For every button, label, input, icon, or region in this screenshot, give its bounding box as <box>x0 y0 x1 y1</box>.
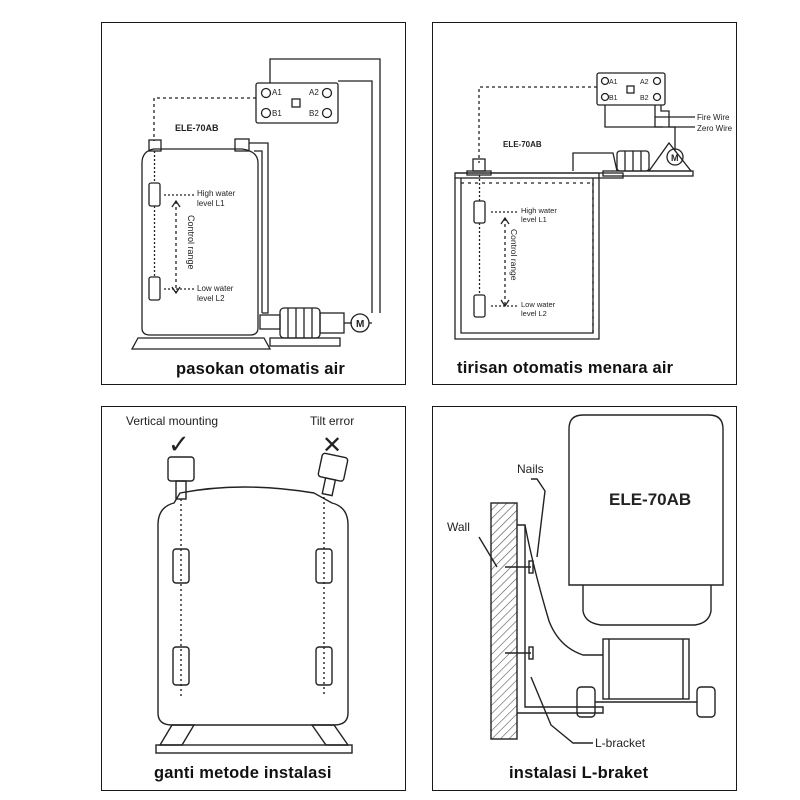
controller-box <box>596 72 666 106</box>
sensor-model-label: ELE-70AB <box>609 490 691 509</box>
terminal-b1: B1 <box>609 95 618 102</box>
panel-water-drainage: A1 A2 B1 B2 Fire Wire Zero Wire ELE-70AB… <box>432 22 737 385</box>
cross-icon: ✕ <box>322 432 342 459</box>
terminal-b1: B1 <box>272 109 282 118</box>
terminal-b2: B2 <box>309 109 319 118</box>
panel-l-bracket: Nails Wall L-bracket ELE-70AB instalasi … <box>432 406 737 791</box>
tank-outline <box>157 486 349 726</box>
fire-wire-label: Fire Wire <box>697 113 730 122</box>
low-level-label: Low water <box>197 284 234 293</box>
control-range-label: Control range <box>509 229 519 281</box>
l-bracket-diagram: Nails Wall L-bracket ELE-70AB <box>447 414 724 750</box>
motor-label: M <box>356 319 364 330</box>
zero-wire-label: Zero Wire <box>697 124 733 133</box>
nails-label: Nails <box>517 462 544 476</box>
motor-label: M <box>671 153 679 163</box>
check-icon: ✓ <box>168 429 190 459</box>
tilt-error-label: Tilt error <box>310 414 354 428</box>
wall-label: Wall <box>447 520 470 534</box>
sensor-model-label: ELE-70AB <box>503 140 542 149</box>
terminal-a1: A1 <box>609 79 618 86</box>
water-supply-diagram: A1 A2 B1 B2 ELE-70AB High water level L1… <box>130 58 381 350</box>
controller-box <box>255 82 339 124</box>
panel-installation-method: Vertical mounting Tilt error ✓ ✕ ganti m… <box>101 406 406 791</box>
terminal-b2: B2 <box>640 95 649 102</box>
caption-l-bracket: instalasi L-braket <box>509 764 649 782</box>
terminal-a2: A2 <box>640 79 649 86</box>
low-level-label-2: level L2 <box>521 309 547 318</box>
panel-water-supply: A1 A2 B1 B2 ELE-70AB High water level L1… <box>101 22 406 385</box>
vertical-sensor <box>167 456 195 482</box>
low-level-label: Low water <box>521 300 556 309</box>
sensor-body <box>568 414 724 586</box>
terminal-a1: A1 <box>272 88 282 97</box>
high-level-label: High water <box>197 189 236 198</box>
sensor-model-label: ELE-70AB <box>175 123 219 133</box>
vertical-mounting-label: Vertical mounting <box>126 414 218 428</box>
water-drainage-diagram: A1 A2 B1 B2 Fire Wire Zero Wire ELE-70AB… <box>454 72 733 340</box>
wall <box>490 502 518 740</box>
motor-symbol <box>666 148 684 166</box>
caption-installation-method: ganti metode instalasi <box>154 764 332 782</box>
caption-water-drainage: tirisan otomatis menara air <box>457 359 674 377</box>
pump-body <box>279 307 321 339</box>
terminal-a2: A2 <box>309 88 319 97</box>
installation-method-diagram: Vertical mounting Tilt error ✓ ✕ <box>126 414 354 754</box>
caption-water-supply: pasokan otomatis air <box>176 360 346 378</box>
high-level-label-2: level L1 <box>197 199 225 208</box>
high-level-label-2: level L1 <box>521 215 547 224</box>
control-range-label: Control range <box>186 215 196 270</box>
water-tank <box>141 148 259 336</box>
l-bracket-label: L-bracket <box>595 736 646 750</box>
high-level-label: High water <box>521 206 557 215</box>
low-level-label-2: level L2 <box>197 294 225 303</box>
